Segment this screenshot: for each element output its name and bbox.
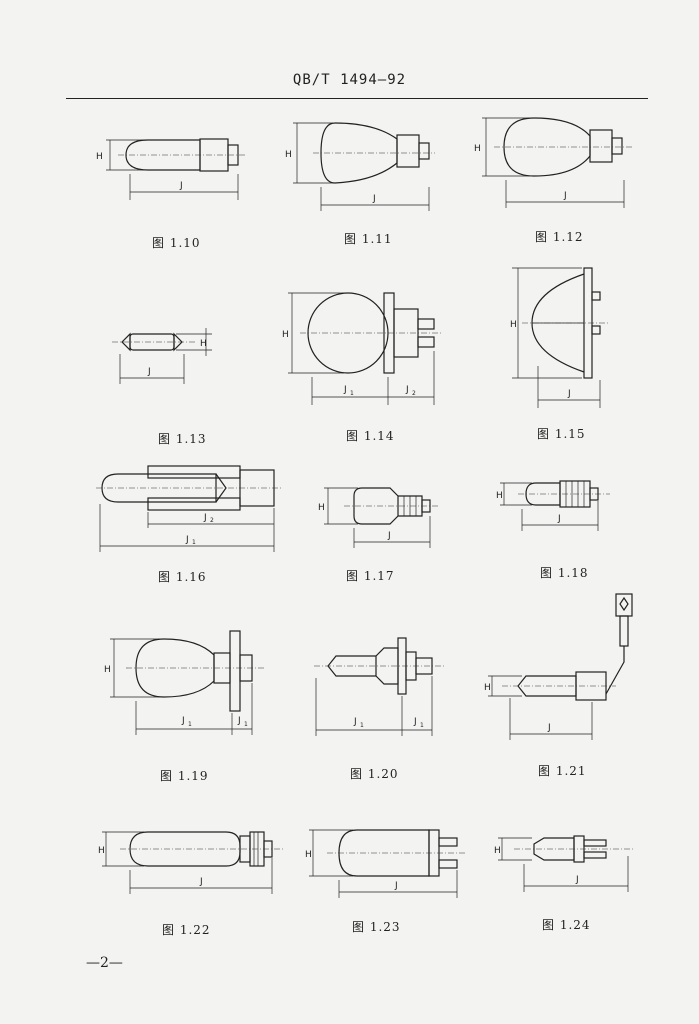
header-rule <box>66 98 648 99</box>
dim-sub-1: 1 <box>192 539 196 546</box>
dim-h: H <box>200 339 207 349</box>
lamp-drawing-1-16: J 2 J 1 <box>96 458 281 553</box>
dim-h: H <box>494 846 501 856</box>
figure-caption-1-23: 图 1.23 <box>352 920 401 934</box>
dim-sub-1: 1 <box>350 390 354 397</box>
figure-caption-1-12: 图 1.12 <box>535 230 584 244</box>
lamp-diagram-1-19: H J 1 J 1 <box>104 630 264 735</box>
lamp-diagram-1-11: H J <box>285 122 435 211</box>
dim-sub-1: 1 <box>244 721 248 728</box>
dim-j: J <box>372 194 376 204</box>
lamp-drawing-1-15: H J <box>508 262 618 412</box>
lamp-diagram-1-20: J 1 J 1 <box>314 637 446 736</box>
dim-j: J <box>179 181 183 191</box>
lamp-diagram-1-13: H J <box>112 328 212 384</box>
dim-sub-2: 2 <box>412 390 416 397</box>
page-number: —2— <box>86 955 123 971</box>
dim-sub-1: 1 <box>188 721 192 728</box>
dim-h: H <box>282 330 289 340</box>
dim-h: H <box>496 491 503 501</box>
lamp-drawing-1-18: H J <box>496 475 616 535</box>
lamp-drawing-1-22: H J <box>98 826 283 898</box>
lamp-drawing-1-24: H J <box>494 826 639 896</box>
dim-h: H <box>318 503 325 513</box>
dim-j1: J <box>237 716 241 726</box>
dim-sub-1: 1 <box>420 722 424 729</box>
dim-h: H <box>96 152 103 162</box>
figure-caption-1-22: 图 1.22 <box>162 923 211 937</box>
figure-caption-1-10: 图 1.10 <box>152 236 201 250</box>
dim-j1: J <box>181 716 185 726</box>
figure-caption-1-16: 图 1.16 <box>158 570 207 584</box>
lamp-diagram-1-22: H J <box>98 831 283 894</box>
dim-sub-2: 2 <box>210 517 214 524</box>
lamp-drawing-1-11: H J <box>285 115 435 215</box>
dim-h: H <box>510 320 517 330</box>
dim-h: H <box>484 683 491 693</box>
dim-j1: J <box>353 717 357 727</box>
dim-j: J <box>199 877 203 887</box>
dim-h: H <box>285 150 292 160</box>
lamp-diagram-1-21: H J <box>484 593 633 740</box>
lamp-drawing-1-10: H J <box>96 130 246 210</box>
lamp-diagram-1-23: H J <box>305 829 467 898</box>
lamp-drawing-1-12: H J <box>474 112 634 212</box>
dim-j: J <box>547 723 551 733</box>
dim-j: J <box>563 191 567 201</box>
dim-sub-1: 1 <box>360 722 364 729</box>
dim-j: J <box>147 367 151 377</box>
lamp-drawing-1-13: H J <box>108 322 218 387</box>
lamp-drawing-1-21: H J <box>482 588 642 746</box>
figure-caption-1-20: 图 1.20 <box>350 767 399 781</box>
figure-caption-1-17: 图 1.17 <box>346 569 395 583</box>
dim-j: J <box>567 389 571 399</box>
lamp-diagram-1-14: H J 1 J 2 <box>282 292 442 405</box>
lamp-drawing-1-23: H J <box>305 822 470 900</box>
figure-caption-1-21: 图 1.21 <box>538 764 587 778</box>
lamp-diagram-1-24: H J <box>494 835 634 892</box>
lamp-diagram-1-10: H J <box>96 138 246 200</box>
figure-caption-1-14: 图 1.14 <box>346 429 395 443</box>
dim-j: J <box>575 875 579 885</box>
dim-j1: J <box>413 717 417 727</box>
figure-caption-1-18: 图 1.18 <box>540 566 589 580</box>
lamp-drawing-1-14: H J 1 J 2 <box>282 285 442 410</box>
dim-j: J <box>557 514 561 524</box>
dim-j1: J <box>343 385 347 395</box>
figure-caption-1-24: 图 1.24 <box>542 918 591 932</box>
dim-j2: J <box>203 513 207 523</box>
dim-h: H <box>305 850 312 860</box>
lamp-diagram-1-17: H J <box>318 487 438 548</box>
dim-j1: J <box>185 535 189 545</box>
lamp-drawing-1-19: H J 1 J 1 <box>102 625 267 745</box>
lamp-diagram-1-16: J 2 J 1 <box>96 465 281 552</box>
standard-header: QB/T 1494—92 <box>292 72 407 88</box>
dim-h: H <box>104 665 111 675</box>
dim-j: J <box>387 531 391 541</box>
figure-caption-1-19: 图 1.19 <box>160 769 209 783</box>
lamp-drawing-1-17: H J <box>318 482 438 550</box>
dim-h: H <box>98 846 105 856</box>
dim-j: J <box>394 881 398 891</box>
lamp-drawing-1-20: J 1 J 1 <box>306 632 446 747</box>
lamp-diagram-1-15: H J <box>510 267 608 408</box>
lamp-diagram-1-18: H J <box>496 480 610 531</box>
dim-j2: J <box>405 385 409 395</box>
dim-h: H <box>474 144 481 154</box>
figure-caption-1-15: 图 1.15 <box>537 427 586 441</box>
figure-caption-1-11: 图 1.11 <box>344 232 393 246</box>
figure-caption-1-13: 图 1.13 <box>158 432 207 446</box>
lamp-diagram-1-12: H J <box>474 117 634 208</box>
